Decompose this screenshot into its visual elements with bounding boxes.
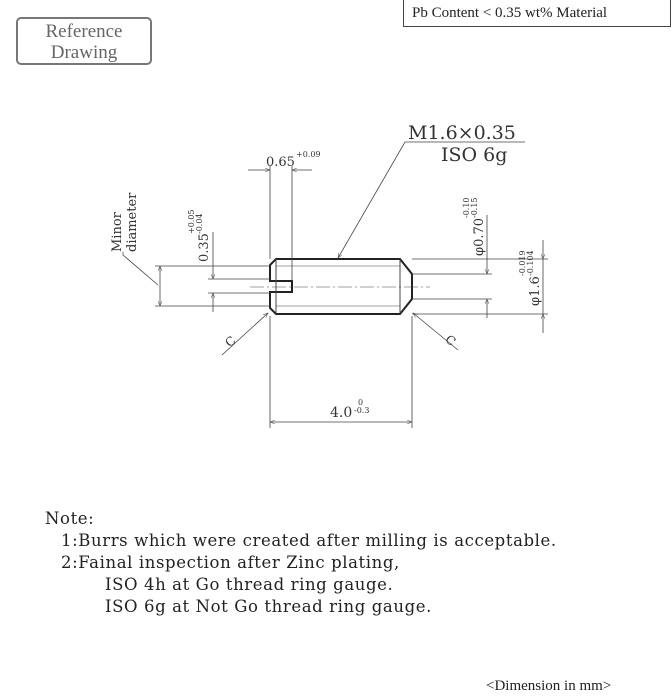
length-tol-upper: 0 <box>358 398 363 407</box>
material-note-box: Pb Content < 0.35 wt% Material <box>403 0 671 27</box>
reference-drawing-stamp: Reference Drawing <box>16 17 152 65</box>
note-item: ISO 4h at Go thread ring gauge. <box>105 575 394 594</box>
thread-spec: M1.6×0.35 <box>408 122 516 144</box>
note-item: 1:Burrs which were created after milling… <box>61 531 557 550</box>
drawing-label: Drawing <box>50 42 118 63</box>
length: 4.0 <box>330 405 352 421</box>
slot-depth-tol-upper: +0.05 <box>187 209 196 234</box>
minor-label-1: Minor <box>110 211 125 252</box>
major-diameter-tol-upper: -0.019 <box>518 250 527 276</box>
major-diameter-tol-lower: -0.104 <box>526 250 535 276</box>
tip-diameter: φ0.70 <box>472 218 487 256</box>
slot-width-tol: +0.09 <box>296 150 321 159</box>
length-tol-lower: -0.3 <box>354 406 369 415</box>
note-item: 2:Fainal inspection after Zinc plating, <box>61 553 400 572</box>
slot-depth: 0.35 <box>197 233 212 262</box>
notes-title: Note: <box>45 509 95 528</box>
reference-label: Reference <box>45 21 123 42</box>
minor-label-2: diameter <box>125 192 140 252</box>
chamfer-left: C <box>222 333 238 350</box>
tip-diameter-tol-upper: -0.10 <box>462 197 471 218</box>
tip-diameter-tol-lower: -0.15 <box>470 197 479 218</box>
thread-class: ISO 6g <box>441 144 507 166</box>
slot-width: 0.65 <box>266 155 295 170</box>
note-item: ISO 6g at Not Go thread ring gauge. <box>105 597 432 616</box>
major-diameter: φ1.6 <box>528 276 543 306</box>
notes: Note: 1:Burrs which were created after m… <box>45 508 557 618</box>
dimension-unit: <Dimension in mm> <box>486 678 612 694</box>
chamfer-right: C <box>442 332 458 349</box>
slot-depth-tol-lower: -0.04 <box>195 213 204 234</box>
